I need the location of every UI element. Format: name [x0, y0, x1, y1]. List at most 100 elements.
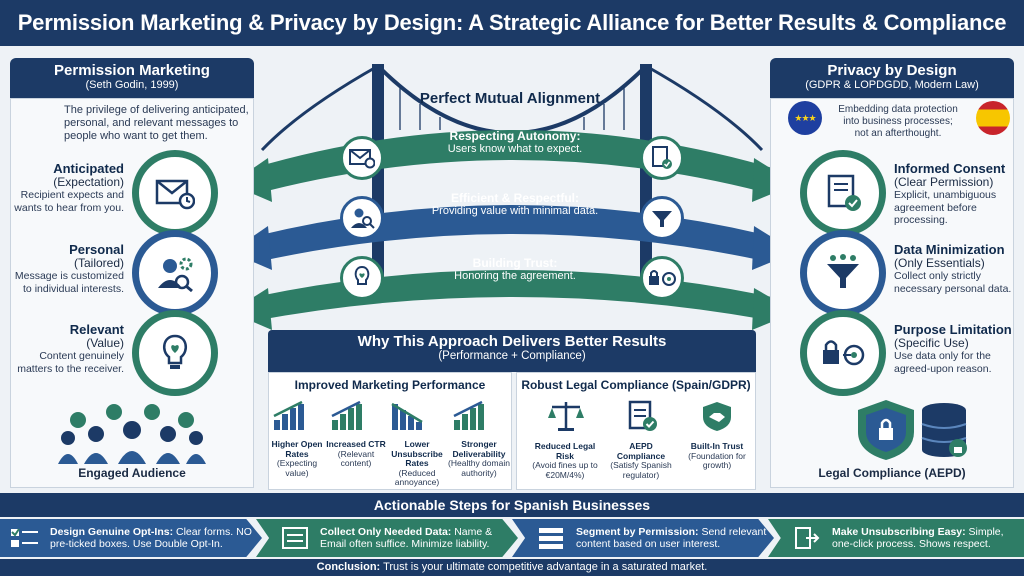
engaged-audience-illustration [58, 404, 206, 464]
step-3-title: Segment by Permission: [576, 526, 699, 538]
band-building-trust-text: Honoring the agreement. [454, 270, 576, 282]
step-easy-unsubscribe: Make Unsubscribing Easy: Simple, one-cli… [768, 519, 1024, 557]
data-minimization-title: Data Minimization [894, 242, 1005, 257]
marketing-performance-title: Improved Marketing Performance [294, 378, 486, 392]
informed-consent-item: Informed Consent (Clear Permission) Expl… [894, 162, 1014, 227]
mutual-alignment-title: Perfect Mutual Alignment [419, 90, 601, 107]
person-gear-icon [132, 230, 218, 316]
conclusion-text: Trust is your ultimate competitive advan… [383, 561, 708, 573]
document-check-icon [640, 136, 684, 180]
band-building-trust-title: Building Trust: [472, 256, 558, 270]
metric-open-rates: Higher Open Rates (Expecting value) [268, 439, 326, 478]
anticipated-title: Anticipated [53, 161, 124, 176]
relevant-title: Relevant [69, 322, 124, 337]
data-minimization-sub: (Only Essentials) [894, 255, 985, 270]
checklist-icon [800, 150, 886, 236]
informed-consent-desc: Explicit, unambiguous agreement before p… [894, 189, 997, 226]
segment-list-icon [534, 525, 568, 551]
privacy-by-design-header: Privacy by Design (GDPR & LOPDGDD, Moder… [770, 58, 1014, 98]
permission-marketing-title: Permission Marketing [54, 62, 210, 79]
permission-marketing-intro: The privilege of delivering anticipated,… [64, 104, 249, 142]
purpose-limitation-item: Purpose Limitation (Specific Use) Use da… [894, 322, 1014, 375]
why-section-header: Why This Approach Delivers Better Result… [268, 330, 756, 372]
step-4-desc: Simple, one-click process. Shows respect… [832, 526, 1004, 550]
step-4-text: Make Unsubscribing Easy: Simple, one-cli… [832, 526, 1024, 550]
step-collect-needed-data: Collect Only Needed Data: Name & Email o… [256, 519, 518, 557]
step-1-title: Design Genuine Opt-Ins: [50, 526, 174, 538]
data-minimization-desc: Collect only strictly necessary personal… [894, 270, 1012, 295]
step-4-title: Make Unsubscribing Easy: [832, 526, 966, 538]
band-building-trust: Building Trust: Honoring the agreement. [400, 257, 630, 283]
metric-aepd-desc: (Satisfy Spanish regulator) [610, 460, 672, 480]
metric-ctr: Increased CTR (Relevant content) [326, 439, 386, 469]
band-respecting-autonomy-text: Users know what to expect. [447, 143, 583, 155]
mail-clock-icon [132, 150, 218, 236]
metric-deliverability-desc: (Healthy domain authority) [448, 458, 510, 478]
relevant-item: Relevant (Value) Content genuinely matte… [14, 322, 124, 375]
anticipated-desc: Recipient expects and wants to hear from… [14, 189, 124, 214]
form-icon [278, 525, 312, 551]
metric-legal-risk: Reduced Legal Risk (Avoid fines up to €2… [530, 441, 600, 480]
conclusion-label: Conclusion: [316, 561, 381, 573]
metric-aepd-title: AEPD Compliance [616, 441, 666, 461]
metric-deliverability-title: Stronger Deliverability [452, 439, 506, 459]
step-2-text: Collect Only Needed Data: Name & Email o… [320, 526, 518, 550]
metric-aepd: AEPD Compliance (Satisfy Spanish regulat… [604, 441, 678, 480]
marketing-performance-box [268, 372, 512, 490]
band-efficient-respectful-title: Efficient & Respectful: [450, 191, 579, 205]
personal-item: Personal (Tailored) Message is customize… [14, 242, 124, 295]
metric-open-rates-title: Higher Open Rates [271, 439, 323, 459]
mail-clock-small-icon [340, 136, 384, 180]
main-title: Permission Marketing & Privacy by Design… [0, 0, 1024, 46]
metric-open-rates-desc: (Expecting value) [276, 458, 318, 478]
step-1-text: Design Genuine Opt-Ins: Clear forms. NO … [50, 526, 262, 550]
lightbulb-heart-icon [132, 310, 218, 396]
metric-ctr-desc: (Relevant content) [337, 448, 375, 468]
metric-ctr-title: Increased CTR [326, 439, 386, 449]
permission-marketing-subtitle: (Seth Godin, 1999) [85, 79, 179, 91]
metric-legal-risk-title: Reduced Legal Risk [534, 441, 596, 461]
actionable-steps-title: Actionable Steps for Spanish Businesses [0, 493, 1024, 517]
metric-deliverability: Stronger Deliverability (Healthy domain … [448, 439, 510, 478]
personal-title: Personal [69, 242, 124, 257]
person-search-icon [340, 196, 384, 240]
step-3-text: Segment by Permission: Send relevant con… [576, 526, 774, 550]
purpose-limitation-title: Purpose Limitation [894, 322, 1012, 337]
eu-flag-icon: ★★★ [788, 101, 822, 135]
step-design-opt-ins: Design Genuine Opt-Ins: Clear forms. NO … [0, 519, 262, 557]
anticipated-item: Anticipated (Expectation) Recipient expe… [14, 161, 124, 214]
rising-bars-icon [453, 400, 484, 430]
metric-unsubscribe: Lower Unsubscribe Rates (Reduced annoyan… [386, 439, 448, 488]
metric-legal-risk-desc: (Avoid fines up to €20M/4%) [532, 460, 598, 480]
why-subtitle: (Performance + Compliance) [438, 350, 586, 362]
metric-built-in-trust-title: Built-In Trust [690, 441, 744, 451]
conclusion-bar: Conclusion: Trust is your ultimate compe… [0, 559, 1024, 576]
exit-door-icon [790, 525, 824, 551]
band-respecting-autonomy: Respecting Autonomy: Users know what to … [400, 130, 630, 156]
shield-handshake-icon [703, 402, 731, 431]
anticipated-sub: (Expectation) [53, 174, 124, 189]
funnel-icon [800, 230, 886, 316]
rising-bars-icon [273, 400, 304, 430]
document-check-icon [628, 400, 657, 431]
personal-sub: (Tailored) [73, 255, 124, 270]
band-efficient-respectful: Efficient & Respectful: Providing value … [400, 192, 630, 218]
privacy-by-design-title: Privacy by Design [827, 62, 957, 79]
falling-bars-icon [391, 402, 423, 430]
personal-desc: Message is customized to individual inte… [14, 270, 124, 295]
band-respecting-autonomy-title: Respecting Autonomy: [449, 129, 581, 143]
permission-marketing-header: Permission Marketing (Seth Godin, 1999) [10, 58, 254, 98]
step-2-title: Collect Only Needed Data: [320, 526, 452, 538]
spain-flag-icon [976, 101, 1010, 135]
step-segment-by-permission: Segment by Permission: Send relevant con… [512, 519, 774, 557]
step-1-desc: Clear forms. NO pre-ticked boxes. Use Do… [50, 526, 252, 550]
metric-unsubscribe-desc: (Reduced annoyance) [394, 467, 440, 487]
privacy-by-design-subtitle: (GDPR & LOPDGDD, Modern Law) [805, 79, 979, 91]
privacy-by-design-intro: Embedding data protection into business … [838, 104, 958, 139]
purpose-limitation-desc: Use data only for the agreed-upon reason… [894, 350, 992, 375]
engaged-audience-label: Engaged Audience [78, 466, 186, 480]
scales-icon [548, 402, 584, 431]
data-minimization-item: Data Minimization (Only Essentials) Coll… [894, 242, 1014, 295]
lightbulb-small-icon [340, 256, 384, 300]
informed-consent-sub: (Clear Permission) [894, 174, 994, 189]
